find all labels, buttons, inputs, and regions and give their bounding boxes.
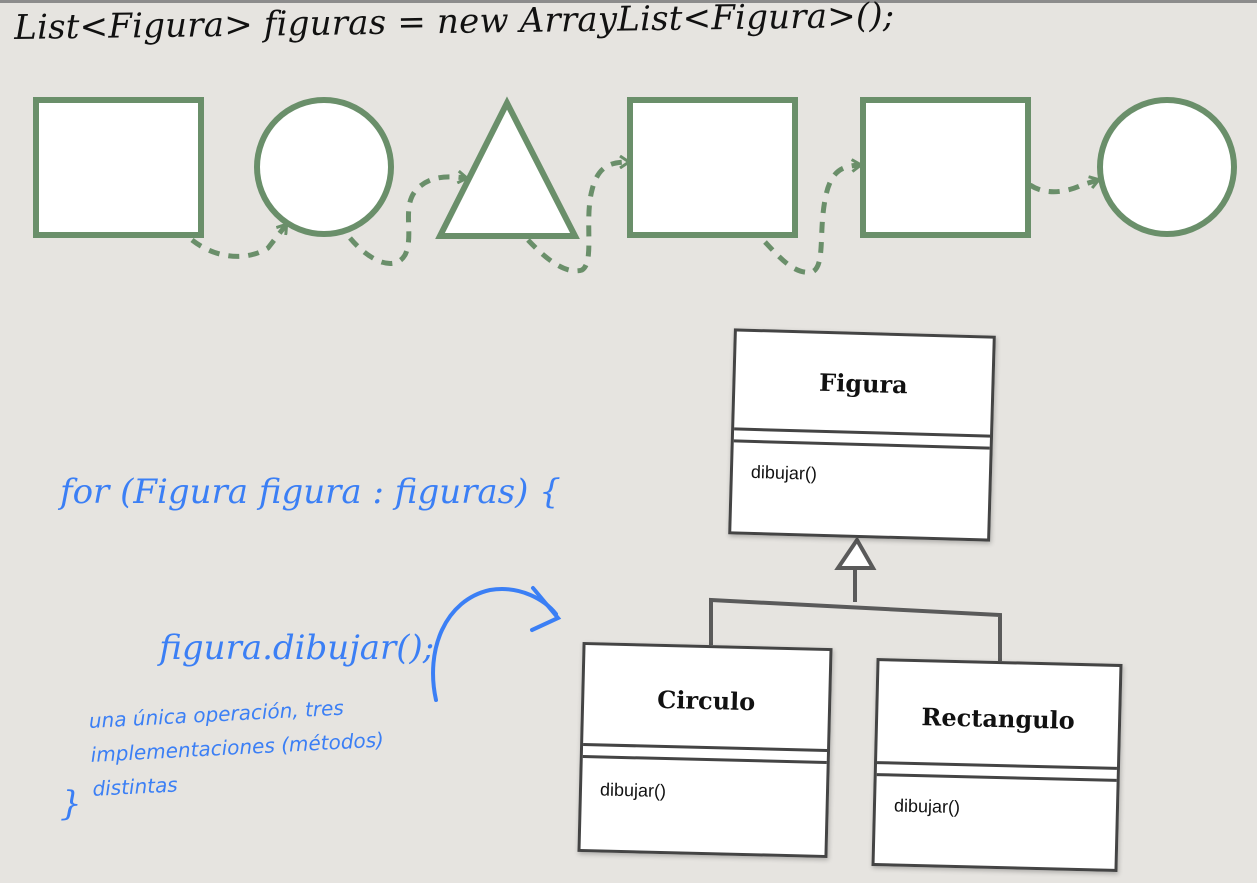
link-arrow-2 xyxy=(348,177,466,266)
shape-square-3 xyxy=(860,97,1031,238)
uml-separator xyxy=(582,743,828,764)
link-arrow-4 xyxy=(763,165,860,275)
uml-class-figura: Figura dibujar() xyxy=(728,328,996,542)
uml-class-name: Figura xyxy=(818,367,909,400)
curved-arrow-head-icon xyxy=(530,586,562,632)
shape-square-1 xyxy=(33,97,204,238)
code-line-3: } xyxy=(60,784,82,824)
uml-method: dibujar() xyxy=(750,461,818,484)
top-border xyxy=(0,0,1257,3)
uml-class-name: Rectangulo xyxy=(921,702,1076,735)
uml-class-name: Circulo xyxy=(656,684,756,717)
shape-circle-2 xyxy=(1097,97,1237,237)
link-arrow-1 xyxy=(190,225,286,259)
shape-circle-1 xyxy=(254,97,394,237)
curved-arrow-icon xyxy=(431,587,558,702)
inheritance-branch xyxy=(709,597,1002,663)
inheritance-triangle-icon xyxy=(834,536,877,570)
annotation-note: una única operación, tres implementacion… xyxy=(88,695,385,801)
uml-inheritance xyxy=(709,536,1002,663)
code-line-1: for (Figura figura : figuras) { xyxy=(60,472,561,512)
shape-square-2 xyxy=(627,97,798,238)
shape-triangle xyxy=(435,96,580,239)
uml-separator xyxy=(733,427,991,450)
uml-separator xyxy=(876,761,1117,782)
code-line-2: figura.dibujar(); xyxy=(116,628,435,668)
note-arrow xyxy=(431,586,562,702)
uml-method: dibujar() xyxy=(599,779,667,802)
for-loop-code: for (Figura figura : figuras) { figura.d… xyxy=(60,362,561,882)
uml-class-circulo: Circulo dibujar() xyxy=(577,641,833,859)
link-arrow-5 xyxy=(1028,180,1098,195)
list-links xyxy=(190,162,1098,275)
shapes-row xyxy=(33,96,1237,239)
uml-method: dibujar() xyxy=(893,795,961,818)
uml-class-rectangulo: Rectangulo dibujar() xyxy=(871,658,1123,872)
